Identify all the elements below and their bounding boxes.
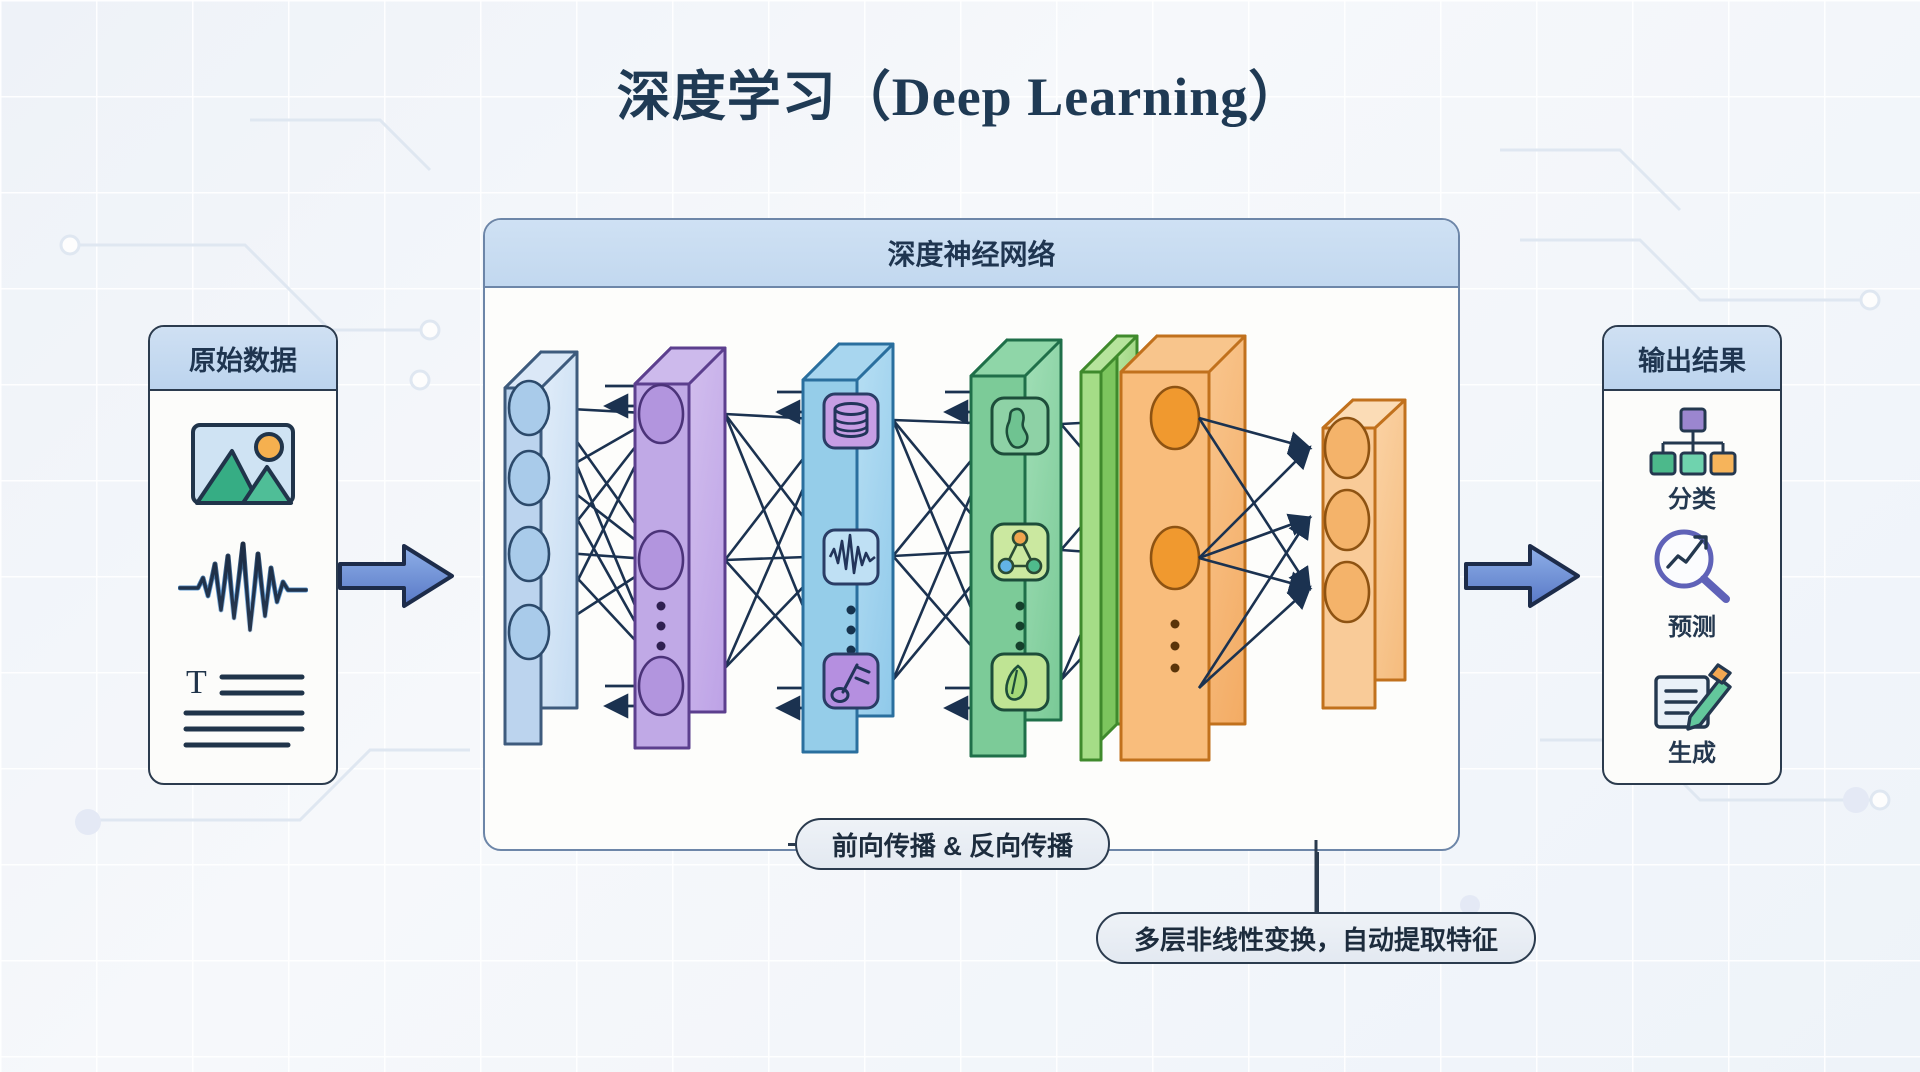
- hierarchy-icon: [1649, 407, 1737, 475]
- output-results-header: 输出结果: [1604, 327, 1780, 391]
- music-note-icon: [822, 652, 880, 710]
- arrow-right-icon-output: [1464, 544, 1580, 608]
- blob-shape-icon: [990, 396, 1050, 456]
- output-results-card: 输出结果 分类 预测: [1602, 325, 1782, 785]
- raw-data-header: 原始数据: [150, 327, 336, 391]
- arrow-right-icon-input: [338, 544, 454, 608]
- leaf-shape-icon: [990, 652, 1050, 712]
- graph-nodes-icon: [990, 522, 1050, 582]
- page-title: 深度学习（Deep Learning）: [616, 67, 1304, 127]
- waveform-icon: [178, 541, 308, 633]
- output-item-label: 预测: [1668, 613, 1716, 641]
- note-label: 多层非线性变换，自动提取特征: [1096, 912, 1536, 964]
- image-icon: [191, 423, 295, 506]
- raw-data-card: 原始数据: [148, 325, 338, 785]
- network-header: 深度神经网络: [485, 220, 1458, 288]
- layer-slab-3: [969, 338, 1063, 758]
- network-layers: [503, 334, 1407, 762]
- raw-data-body: T: [150, 391, 336, 783]
- layer-slab-0: [503, 350, 579, 746]
- output-item-prediction: 预测: [1646, 525, 1738, 642]
- database-icon: [822, 392, 880, 450]
- waveform-icon-node: [822, 528, 880, 586]
- layer-slab-6: [1321, 398, 1407, 710]
- magnifier-trend-icon: [1654, 529, 1730, 603]
- output-item-label: 生成: [1668, 739, 1716, 767]
- layer-slab-2: [801, 342, 895, 754]
- output-item-classification: 分类: [1646, 407, 1738, 514]
- output-item-generation: 生成: [1646, 653, 1738, 768]
- layer-slab-5: [1119, 334, 1247, 762]
- layer-slab-1: [633, 346, 727, 750]
- note-connector-line: [1316, 852, 1319, 914]
- output-results-body: 分类 预测: [1604, 391, 1780, 783]
- document-pencil-icon: [1654, 662, 1732, 731]
- text-lines-icon: T: [183, 664, 305, 748]
- output-item-label: 分类: [1668, 485, 1716, 513]
- deep-neural-network-panel: 深度神经网络: [483, 218, 1460, 851]
- propagation-label: 前向传播 & 反向传播: [795, 818, 1110, 870]
- svg-text:T: T: [186, 664, 207, 701]
